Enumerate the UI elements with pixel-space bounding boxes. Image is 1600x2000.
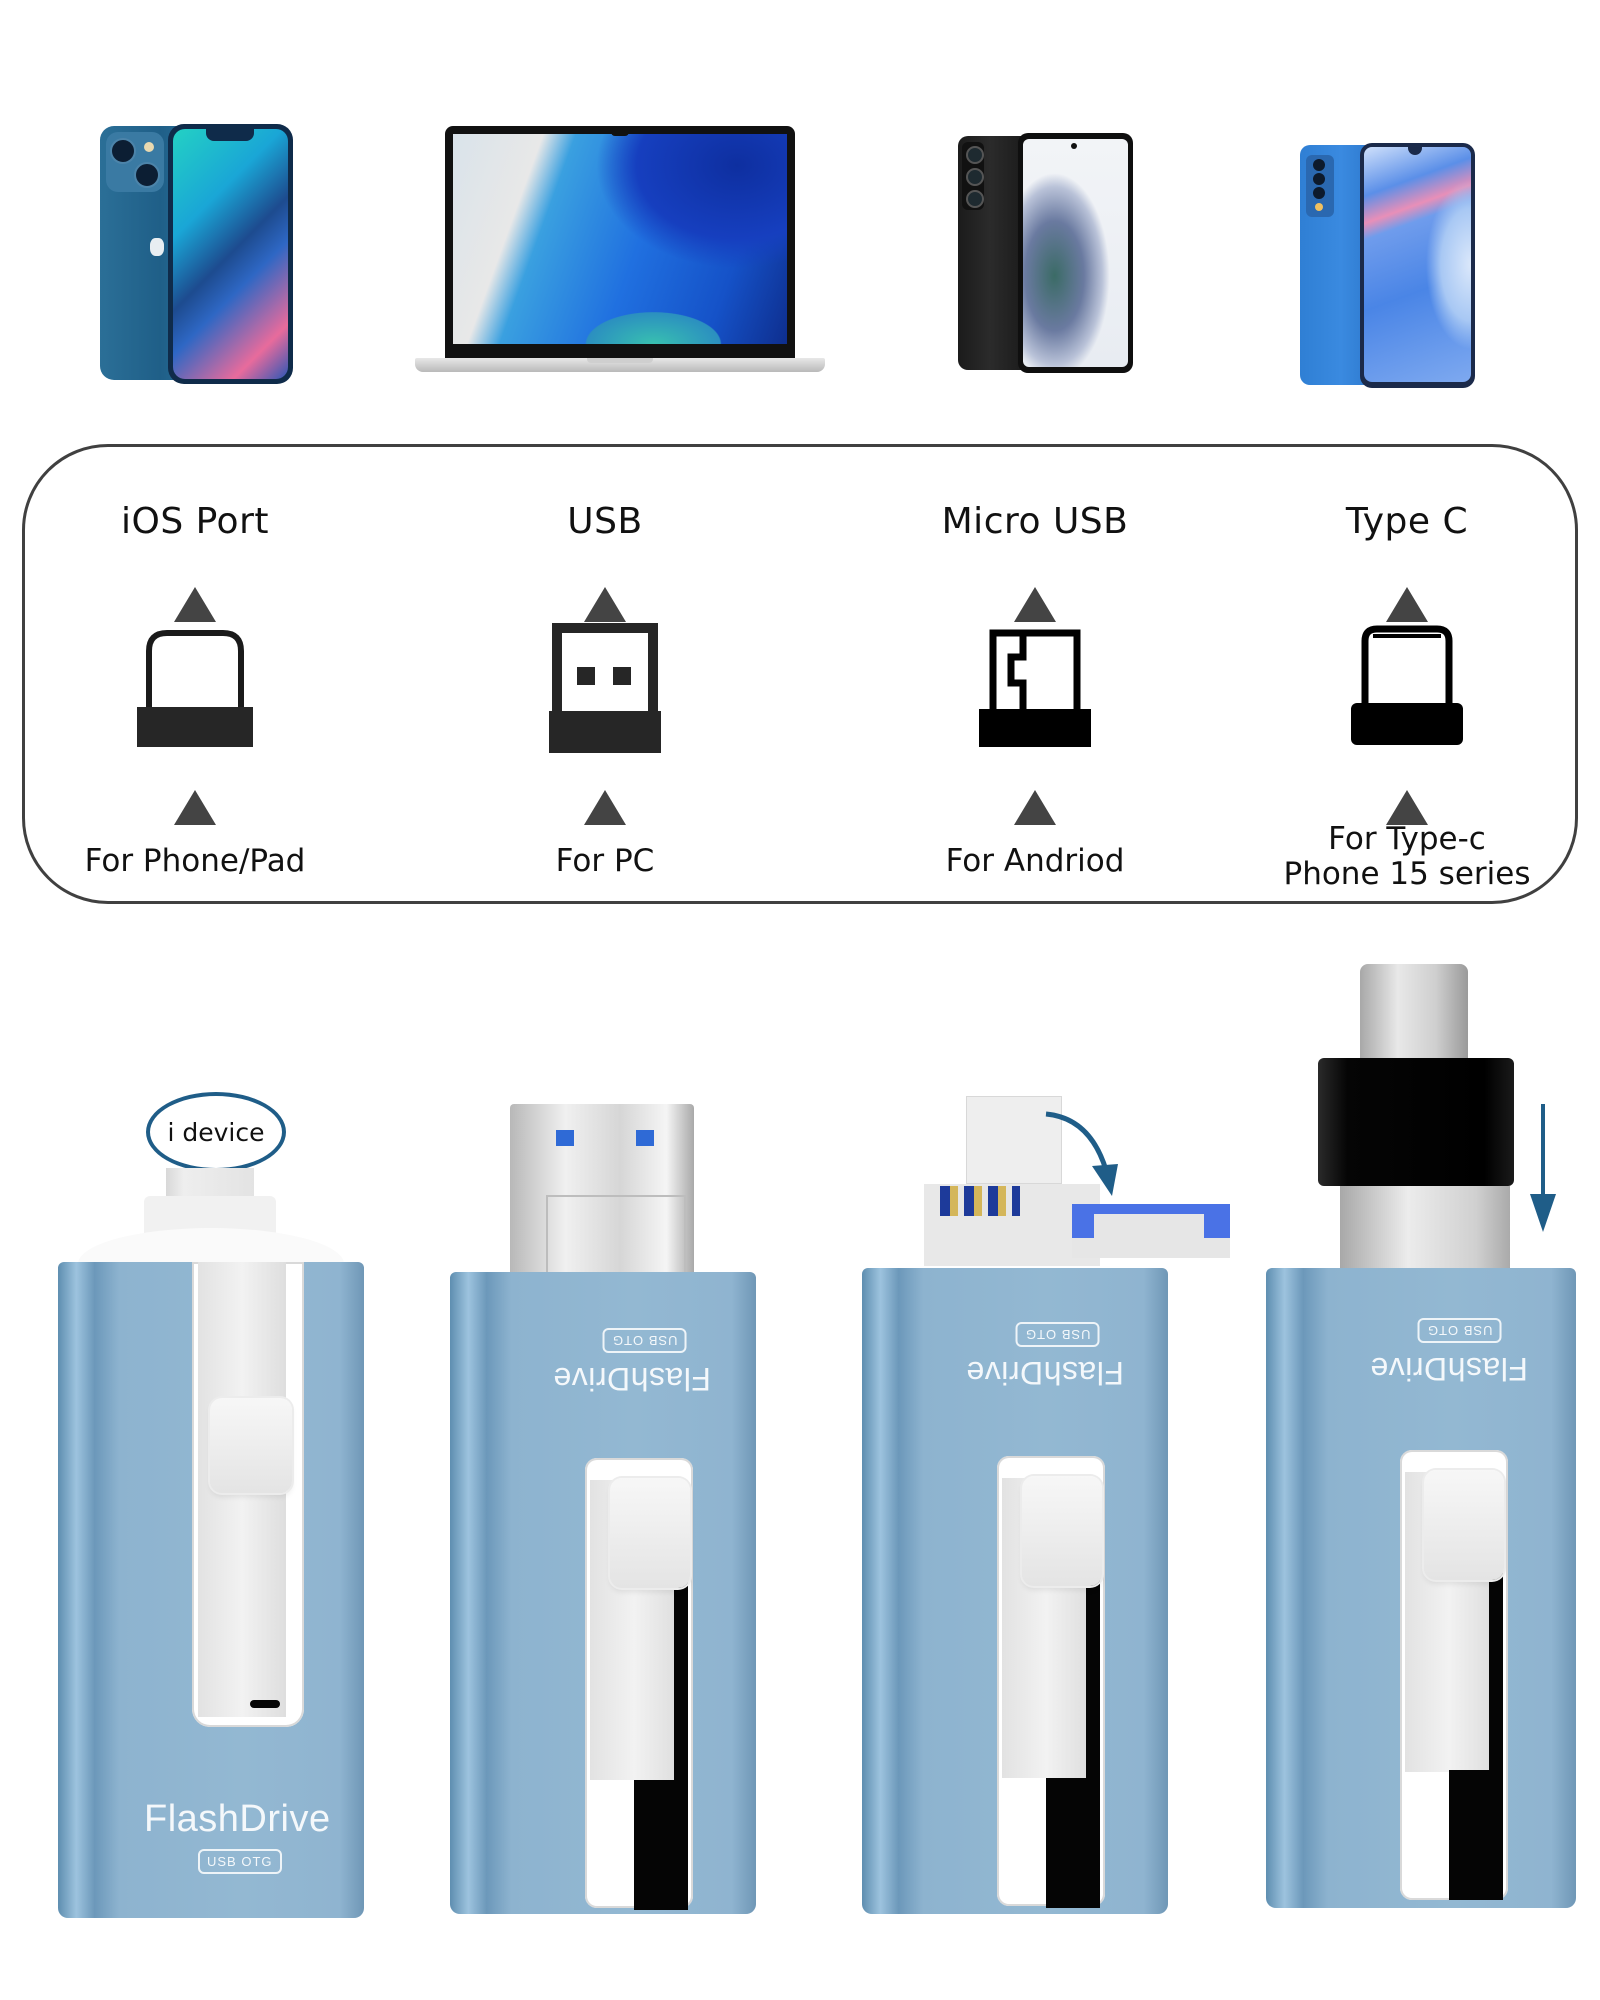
port-title: Micro USB	[941, 501, 1129, 542]
port-title: USB	[567, 501, 643, 542]
type-c-adapter-cap	[1318, 1058, 1514, 1186]
triangle-up-icon	[584, 587, 626, 622]
usb-a-connector-icon	[549, 623, 661, 757]
camera-icon	[1306, 155, 1334, 217]
otg-badge: USB OTG	[198, 1849, 282, 1874]
usb-c-plug	[1360, 964, 1468, 1060]
triangle-up-icon	[1386, 587, 1428, 622]
usb-a-plug	[510, 1104, 694, 1276]
triangle-up-icon	[584, 790, 626, 825]
slider-knob[interactable]	[610, 1478, 690, 1588]
brand-label: FlashDrive	[144, 1798, 331, 1840]
ports-panel: iOS Port For Phone/Pad USB For PC Micro …	[22, 444, 1578, 904]
triangle-up-icon	[1014, 790, 1056, 825]
otg-badge: USB OTG	[1016, 1322, 1100, 1347]
port-subtitle: For Type-c Phone 15 series	[1237, 822, 1577, 892]
port-subtitle: For PC	[555, 843, 655, 879]
triangle-up-icon	[174, 587, 216, 622]
port-title: iOS Port	[121, 501, 269, 542]
slider-knob[interactable]	[210, 1398, 292, 1493]
brand-label: FlashDrive	[966, 1355, 1124, 1391]
idevice-label: i device	[146, 1092, 286, 1172]
slider-knob[interactable]	[1424, 1470, 1504, 1580]
camera-icon	[962, 142, 984, 210]
iphone-front	[168, 124, 293, 384]
brand-label: FlashDrive	[553, 1361, 711, 1397]
iphone-image	[100, 124, 295, 384]
laptop-screen	[453, 134, 787, 344]
port-subtitle: For Andriod	[945, 843, 1125, 879]
triangle-up-icon	[174, 790, 216, 825]
slider-knob[interactable]	[1022, 1476, 1102, 1586]
triangle-up-icon	[1386, 790, 1428, 825]
brand-label: FlashDrive	[1370, 1351, 1528, 1387]
laptop-image	[415, 126, 825, 376]
apple-logo-icon	[150, 238, 164, 256]
down-arrow-icon	[1530, 1104, 1556, 1232]
micro-usb-flip-plug	[966, 1096, 1062, 1184]
port-subtitle-line1: For Type-c	[1328, 821, 1486, 857]
port-title: Type C	[1345, 501, 1469, 542]
otg-badge: USB OTG	[603, 1328, 687, 1353]
laptop-base	[415, 358, 825, 372]
micro-usb-connector-icon	[979, 627, 1091, 751]
idevice-text: i device	[167, 1117, 265, 1147]
android-phone-image	[1300, 143, 1475, 388]
port-subtitle: For Phone/Pad	[84, 843, 306, 879]
usb-c-connector-icon	[1351, 623, 1463, 751]
lightning-connector-icon	[137, 627, 253, 751]
camera-icon	[106, 132, 164, 192]
curved-arrow-icon	[1045, 1111, 1118, 1196]
triangle-up-icon	[1014, 587, 1056, 622]
samsung-phone-image	[958, 133, 1133, 373]
port-subtitle-line2: Phone 15 series	[1283, 856, 1531, 892]
otg-badge: USB OTG	[1418, 1318, 1502, 1343]
